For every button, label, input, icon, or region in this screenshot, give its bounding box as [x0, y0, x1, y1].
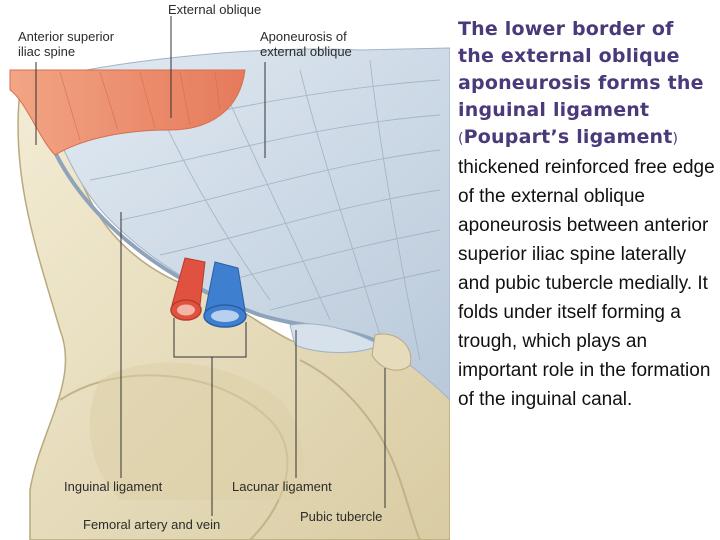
external-oblique-muscle [9, 69, 246, 156]
anatomy-illustration [9, 16, 450, 540]
bone-shadow [89, 362, 304, 500]
anatomy-figure: External oblique Anterior superior iliac… [9, 2, 450, 540]
pubic-tubercle [371, 333, 412, 371]
heading: The lower border of the external oblique… [458, 16, 716, 153]
label-femoral-artery-and-vein: Femoral artery and vein [83, 517, 221, 532]
leader-lines [35, 16, 386, 516]
paren-open: ( [458, 131, 464, 147]
femoral-artery [170, 257, 206, 321]
femoral-vein [203, 261, 247, 328]
label-lacunar-ligament: Lacunar ligament [232, 479, 332, 494]
heading-poupart: Poupart’s ligament [463, 126, 673, 148]
label-external-oblique: External oblique [168, 2, 262, 17]
bone-contour-ramus [299, 359, 421, 540]
heading-main: The lower border of the external oblique… [458, 18, 704, 121]
muscle-fibers [59, 71, 221, 141]
aponeurosis-fibers [69, 59, 441, 361]
body-text: thickened reinforced free edge of the ex… [458, 157, 715, 410]
label-aponeurosis-external-oblique: Aponeurosis of external oblique [260, 29, 352, 59]
paren-close: ) [672, 131, 679, 147]
label-pubic-tubercle: Pubic tubercle [300, 509, 383, 524]
text-panel: The lower border of the external oblique… [458, 16, 716, 414]
label-inguinal-ligament: Inguinal ligament [64, 479, 163, 494]
label-anterior-superior-iliac-spine: Anterior superior iliac spine [18, 29, 115, 59]
